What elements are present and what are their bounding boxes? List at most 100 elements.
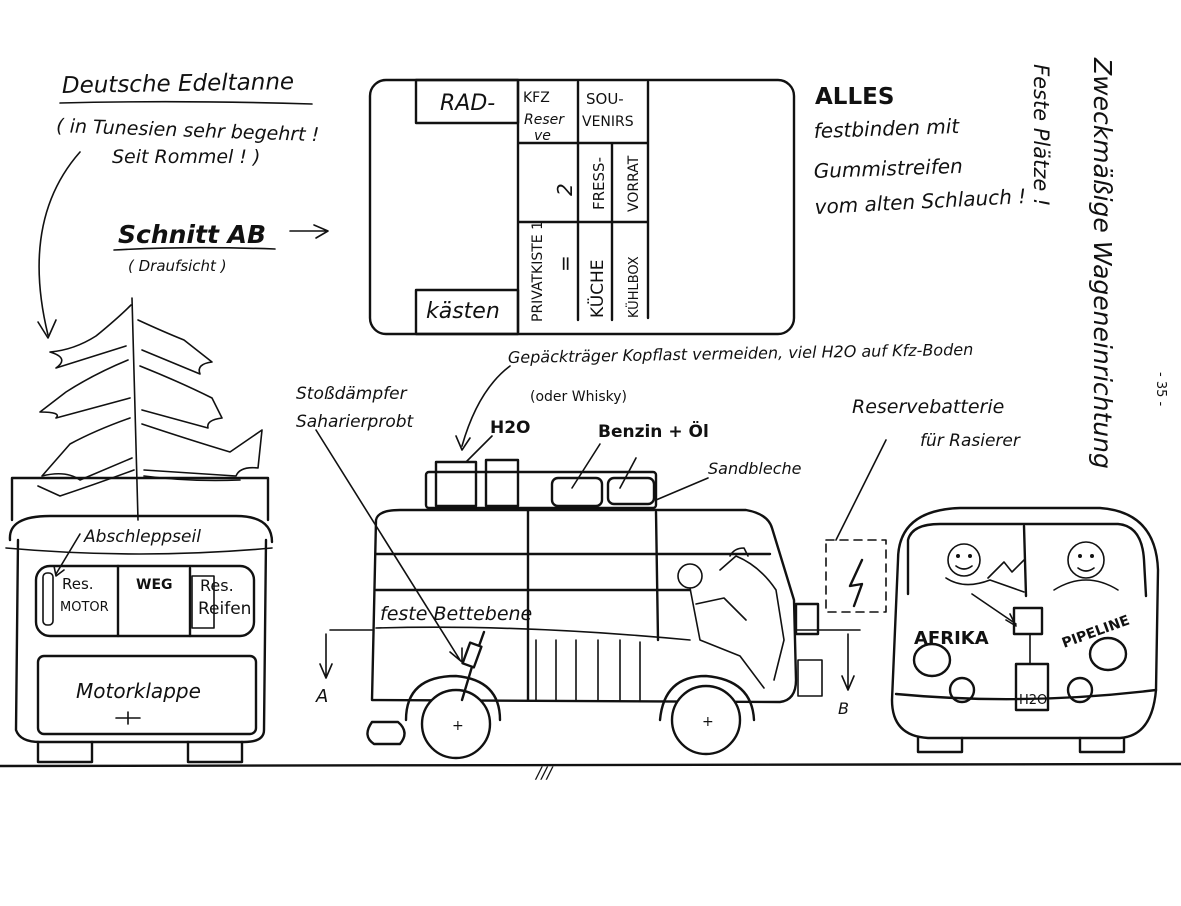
fuel-pointer-1	[571, 443, 601, 489]
section-label: Schnitt AB	[118, 220, 266, 249]
afrika-label: AFRIKA	[914, 628, 989, 649]
mark-b-arrow	[841, 633, 855, 691]
side-rear-bumper	[366, 720, 406, 746]
side-pillars	[526, 508, 660, 702]
rear-bumper	[36, 740, 244, 764]
equals-label: =	[553, 255, 577, 272]
fuel-can-2	[606, 476, 656, 506]
tree-note-line2: Seit Rommel ! )	[112, 146, 260, 168]
rear-window-dividers	[116, 564, 192, 638]
rad-label: RAD-	[440, 91, 495, 116]
front-water-canister	[1014, 662, 1050, 712]
roof-pointer	[455, 365, 511, 451]
tree-note-title: Deutsche Edeltanne	[62, 69, 295, 99]
rear-window-box	[191, 575, 215, 629]
battery-label-2: für Rasierer	[920, 431, 1021, 451]
side-wheel-arch-rear	[404, 674, 502, 722]
front-lower-bumper	[916, 736, 1126, 754]
fuel-label: Benzin + Öl	[598, 420, 709, 442]
rear-window	[34, 564, 256, 638]
vorrat-label: VORRAT	[626, 155, 642, 212]
privatkiste-label: PRIVATKISTE 1	[530, 221, 546, 322]
rear-body	[14, 538, 268, 744]
side-bed-line	[329, 626, 861, 641]
battery-label-1: Reservebatterie	[852, 396, 1004, 418]
front-mountain-icon	[987, 559, 1025, 579]
tree-note-underline	[59, 100, 313, 105]
souvenirs-label-1: SOU-	[586, 90, 624, 108]
section-sub: ( Draufsicht )	[128, 257, 227, 275]
sand-pointer	[655, 477, 709, 501]
rear-roof	[8, 514, 274, 544]
mark-a-arrow	[319, 633, 333, 679]
spare-battery-box	[825, 539, 887, 613]
pipeline-label: PIPELINE	[1060, 613, 1132, 652]
floorplan: RAD- kästen KFZ Reser ve SOU- VENIRS PRI…	[368, 78, 796, 336]
bed-label: feste Bettebene	[380, 603, 532, 625]
front-pointer	[971, 593, 1017, 627]
side-wheel-rear-hub: +	[452, 718, 464, 734]
rear-window-strap	[42, 572, 54, 626]
mark-b-label: B	[838, 699, 849, 718]
side-wheel-rear	[420, 688, 492, 760]
tree-note-line1: ( in Tunesien sehr begehrt !	[56, 115, 320, 146]
front-windshield	[906, 522, 1148, 598]
res-reifen-label-1: Res.	[200, 576, 234, 595]
whisky-label: (oder Whisky)	[530, 389, 627, 405]
section-arrow	[289, 224, 329, 239]
front-foglight-left	[948, 676, 976, 704]
water-pointer	[465, 435, 493, 463]
shock-label-2: Saharierprobt	[296, 412, 415, 432]
fuel-pointer-2	[619, 457, 637, 489]
shock-pointer	[315, 429, 463, 663]
shock-absorber-icon	[460, 630, 486, 702]
tow-rope-label: Abschleppseil	[83, 527, 201, 547]
fir-tree-icon	[37, 297, 263, 521]
rear-roofrack	[10, 476, 270, 522]
side-wheel-arch-front	[658, 674, 756, 722]
h2o-label: H2O	[490, 418, 531, 438]
rear-view: Abschleppseil Res. MOTOR WEG Res. Reifen…	[5, 297, 274, 764]
motor-flap-handle	[115, 711, 141, 725]
rear-tow-rope	[5, 547, 273, 555]
tree-arrow-head	[37, 319, 57, 339]
front-headlight-right	[1088, 636, 1128, 672]
shock-label-1: Stoßdämpfer	[296, 384, 408, 404]
number-2-label: 2	[553, 183, 577, 196]
driver-icon	[677, 547, 785, 689]
res-motor-label-2: MOTOR	[60, 600, 109, 615]
side-wheel-front	[670, 684, 742, 756]
alles-line1: festbinden mit	[813, 114, 960, 143]
section-underline	[113, 246, 276, 251]
fress-label: FRESS-	[590, 157, 608, 210]
alles-line2: Gummistreifen	[813, 154, 963, 183]
alles-line3: vom alten Schlauch !	[814, 184, 1027, 219]
front-water-box	[1012, 606, 1044, 636]
front-divider	[1022, 524, 1028, 598]
passenger-left-icon	[945, 543, 1025, 593]
page-number: - 35 -	[1153, 372, 1168, 406]
side-window-line	[374, 552, 772, 592]
ground-line	[0, 762, 1181, 768]
front-body	[890, 506, 1160, 740]
front-h2o-label: H2O	[1019, 693, 1047, 708]
side-seat-panels	[535, 639, 641, 701]
front-foglight-right	[1066, 676, 1094, 704]
front-bumper	[894, 688, 1158, 701]
battery-pointer	[835, 439, 887, 541]
rear-tow-arrow	[53, 533, 81, 577]
side-wheel-front-hub: +	[702, 714, 714, 730]
front-rack	[794, 602, 820, 636]
souvenirs-label-2: VENIRS	[582, 114, 634, 130]
vertical-subtitle: Feste Plätze !	[1029, 64, 1053, 206]
water-canister-1	[434, 460, 478, 508]
lightning-icon	[848, 558, 864, 608]
tree-arrow	[38, 151, 81, 336]
res-motor-label-1: Res.	[62, 575, 94, 593]
roof-note-label: Gepäckträger Kopflast vermeiden, viel H2…	[508, 340, 974, 367]
passenger-right-icon	[1053, 541, 1119, 591]
water-canister-2	[484, 458, 520, 508]
kfz-label: KFZ	[523, 90, 550, 106]
roof-rack	[424, 470, 658, 510]
